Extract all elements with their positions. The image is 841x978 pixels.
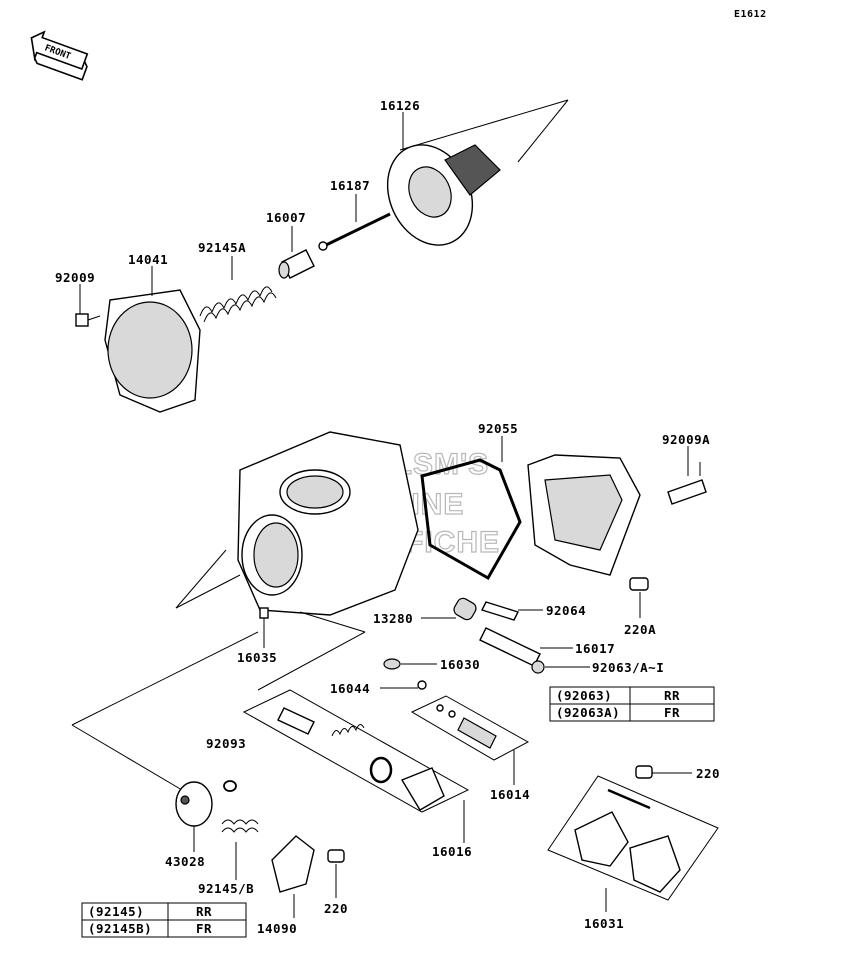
table-92145-row2-code: FR xyxy=(196,921,212,936)
part-16014-items xyxy=(436,704,497,749)
table-92145: (92145) RR (92145B) FR xyxy=(81,902,247,938)
table-92063-row2-part: (92063A) xyxy=(556,705,620,720)
part-16035 xyxy=(259,607,269,648)
table-92145-row1-part: (92145) xyxy=(88,904,144,919)
float-16031 xyxy=(574,788,681,893)
ring-92093 xyxy=(223,780,237,792)
jet-92064 xyxy=(481,601,543,621)
table-92145-row2-part: (92145B) xyxy=(88,921,152,936)
carburetor-body xyxy=(175,431,419,616)
label-92009A: 92009A xyxy=(662,432,710,447)
screw-92009 xyxy=(75,313,101,327)
box-16031 xyxy=(547,775,719,901)
table-92063: (92063) RR (92063A) FR xyxy=(549,686,715,722)
screw-220A xyxy=(629,577,649,618)
needle-jet-16017 xyxy=(479,627,573,667)
diagram-code: E1612 xyxy=(734,9,767,20)
screw-220-right xyxy=(635,765,692,779)
jet-92063 xyxy=(531,660,590,674)
label-16016: 16016 xyxy=(432,844,472,859)
table-92063-row1-code: RR xyxy=(664,688,680,703)
label-92009: 92009 xyxy=(55,270,95,285)
part-16030 xyxy=(383,658,437,670)
part-16044 xyxy=(380,680,427,690)
label-220-lower: 220 xyxy=(324,901,348,916)
spring-92145A xyxy=(199,286,277,323)
label-92055: 92055 xyxy=(478,421,518,436)
label-13280: 13280 xyxy=(373,611,413,626)
label-16044: 16044 xyxy=(330,681,370,696)
screw-92009A xyxy=(667,462,707,505)
label-16030: 16030 xyxy=(440,657,480,672)
float-bowl xyxy=(527,454,641,576)
label-92093: 92093 xyxy=(206,736,246,751)
table-92145-row1-code: RR xyxy=(196,904,212,919)
label-92063: 92063/A~I xyxy=(592,660,664,675)
spring-92145B xyxy=(221,819,259,880)
label-16007: 16007 xyxy=(266,210,306,225)
table-92063-row1-part: (92063) xyxy=(556,688,612,703)
box-16016 xyxy=(242,689,470,813)
label-16035: 16035 xyxy=(237,650,277,665)
gasket-92055 xyxy=(420,458,522,581)
label-14090: 14090 xyxy=(257,921,297,936)
label-16187: 16187 xyxy=(330,178,370,193)
label-43028: 43028 xyxy=(165,854,205,869)
box-16014 xyxy=(410,695,530,761)
label-16126: 16126 xyxy=(380,98,420,113)
label-220A: 220A xyxy=(624,622,656,637)
diaphragm-43028 xyxy=(175,781,213,852)
needle-16187 xyxy=(318,212,391,251)
label-16014: 16014 xyxy=(490,787,530,802)
label-14041: 14041 xyxy=(128,252,168,267)
label-220-right: 220 xyxy=(696,766,720,781)
label-92145B: 92145/B xyxy=(198,881,254,896)
diaphragm-16126 xyxy=(386,99,569,246)
part-16016-items xyxy=(277,707,445,811)
holder-16007 xyxy=(278,249,315,279)
cover-14090 xyxy=(271,835,315,918)
jet-13280 xyxy=(421,597,477,621)
table-92063-row2-code: FR xyxy=(664,705,680,720)
label-92145A: 92145A xyxy=(198,240,246,255)
screw-220-lower xyxy=(327,849,345,898)
label-92064: 92064 xyxy=(546,603,586,618)
front-arrow-icon: FRONT xyxy=(30,30,89,81)
cover-14041 xyxy=(104,289,201,413)
label-16031: 16031 xyxy=(584,916,624,931)
label-16017: 16017 xyxy=(575,641,615,656)
